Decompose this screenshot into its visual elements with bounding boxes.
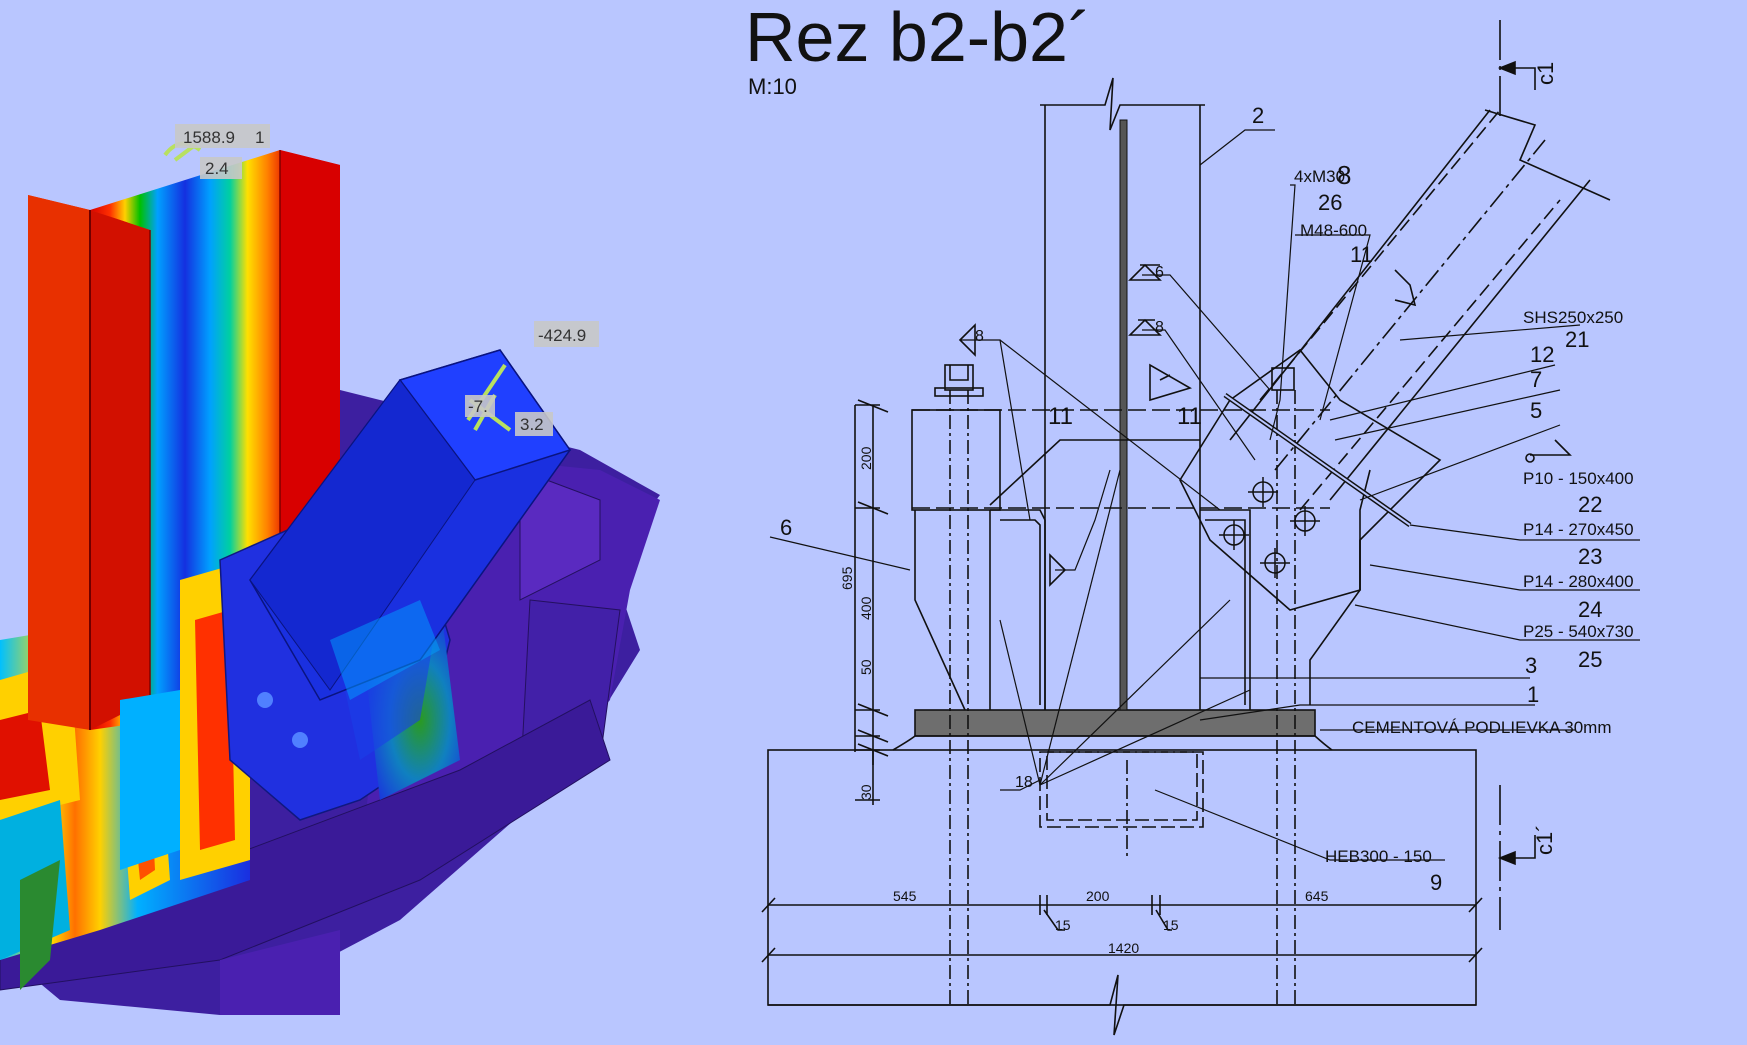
callout-25: 25 [1578, 647, 1602, 672]
callout-p14b: P14 - 280x400 [1523, 572, 1634, 591]
callout-p14a: P14 - 270x450 [1523, 520, 1634, 539]
callout-8: 8 [1337, 160, 1351, 190]
foundation-block [767, 749, 1477, 1006]
callout-7: 7 [1530, 367, 1542, 392]
slide-title: Rez b2-b2´ [745, 0, 1092, 76]
column-web [1119, 119, 1128, 711]
callout-24: 24 [1578, 597, 1602, 622]
callout-3: 3 [1525, 653, 1537, 678]
callout-22: 22 [1578, 492, 1602, 517]
fea-stress-model: 1588.9 1 2.4 -424.9 -7. 3.2 [0, 124, 660, 1015]
dim-v-400: 400 [858, 596, 874, 620]
callout-9: 9 [1430, 870, 1442, 895]
callout-p10: P10 - 150x400 [1523, 469, 1634, 488]
callout-11: 11 [1350, 242, 1373, 267]
dim-h-1420: 1420 [1108, 940, 1139, 956]
dim-h-545: 545 [893, 888, 917, 904]
dim-h-15a: 15 [1055, 917, 1071, 933]
callout-1: 1 [1527, 682, 1539, 707]
dim-v-50: 50 [858, 659, 874, 675]
callout-4xm30: 4xM30 [1294, 167, 1345, 186]
dim-h-200: 200 [1086, 888, 1110, 904]
callout-6: 6 [780, 515, 792, 540]
callout-23: 23 [1578, 544, 1602, 569]
callout-2: 2 [1252, 103, 1264, 128]
callout-heb300: HEB300 - 150 [1325, 847, 1432, 866]
fea-label-2: 1 [255, 128, 264, 147]
section-mark-top: c1 [1533, 62, 1558, 85]
scale-label: M:10 [748, 74, 797, 99]
technical-drawing: c1 c1´ 2 4xM30 8 26 M48-600 11 SHS250x25… [761, 20, 1640, 1036]
fea-label-5: -7. [468, 397, 488, 416]
fea-label-1: 1588.9 [183, 128, 235, 147]
dim-v-200: 200 [858, 446, 874, 470]
dim-v-695: 695 [839, 566, 855, 590]
callout-m48: M48-600 [1300, 221, 1367, 240]
callout-26: 26 [1318, 190, 1342, 215]
base-plate [914, 709, 1316, 737]
callout-shs: SHS250x250 [1523, 308, 1623, 327]
fea-label-3: 2.4 [205, 159, 229, 178]
marker-11-left: 11 [1048, 403, 1073, 430]
callout-21: 21 [1565, 327, 1589, 352]
weld-8a: 8 [1155, 319, 1164, 336]
fea-label-4: -424.9 [538, 326, 586, 345]
dim-v-30: 30 [858, 784, 874, 800]
weld-6: 6 [1155, 264, 1164, 281]
dim-h-15b: 15 [1163, 917, 1179, 933]
marker-11-right: 11 [1177, 403, 1202, 430]
dim-h-645: 645 [1305, 888, 1329, 904]
callout-grout: CEMENTOVÁ PODLIEVKA 30mm [1352, 718, 1611, 737]
callout-12: 12 [1530, 342, 1554, 367]
weld-8b: 8 [975, 328, 984, 345]
weld-18: 18 [1015, 774, 1033, 791]
fea-value-labels: 1588.9 1 2.4 -424.9 -7. 3.2 [175, 124, 599, 436]
fea-label-6: 3.2 [520, 415, 544, 434]
callout-5: 5 [1530, 398, 1542, 423]
callout-p25: P25 - 540x730 [1523, 622, 1634, 641]
section-mark-bottom: c1´ [1532, 824, 1557, 855]
